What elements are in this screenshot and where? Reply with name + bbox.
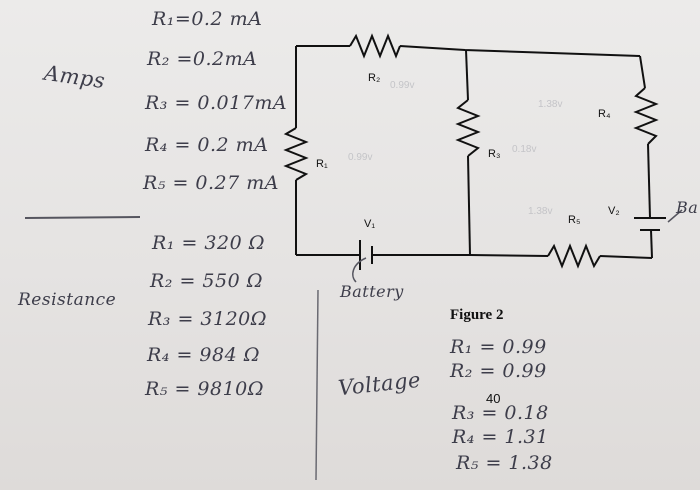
label-r4: R₄ [598,108,611,120]
faint-note-r2: 0.99v [390,80,415,91]
amps-r5: R₅ = 0.27 mA [143,172,280,194]
resistance-heading: Resistance [18,290,117,310]
battery-note-cut: Ba [676,198,699,217]
battery-note: Battery [340,282,404,301]
resistance-r1: R₁ = 320 Ω [152,232,265,254]
pen-stroke [352,257,367,283]
amps-r2: R₂ =0.2mA [147,48,258,70]
wire [599,255,653,259]
label-v2: V₂ [608,205,620,217]
divider-line [24,216,141,219]
amps-r3: R₃ = 0.017mA [145,92,288,114]
wire [647,143,651,219]
label-r5: R₅ [568,214,581,226]
wire [467,155,471,256]
figure-title: Figure 2 [450,307,504,323]
voltage-r5: R₅ = 1.38 [456,452,553,474]
faint-note-r5: 1.38v [528,206,553,217]
amps-r4: R₄ = 0.2 mA [145,134,269,156]
resistor-r3 [455,99,481,157]
wire [650,229,653,259]
resistance-r4: R₄ = 984 Ω [147,344,260,366]
label-v1: V₁ [364,218,376,230]
wire [399,45,641,57]
label-r2: R₂ [368,72,381,84]
label-r3: R₃ [488,148,501,160]
label-r1: R₁ [316,158,328,170]
page-number: 40 [486,391,501,406]
wire [469,254,549,257]
resistor-r4 [633,87,659,145]
voltage-r1: R₁ = 0.99 [450,336,547,358]
wire [465,49,469,101]
amps-r1: R₁=0.2 mA [152,8,263,30]
pen-stroke [667,209,683,223]
pen-stroke [315,289,319,481]
resistance-r3: R₃ = 3120Ω [148,308,268,330]
wire [639,55,646,89]
faint-note-r3: 0.18v [512,144,537,155]
voltage-r4: R₄ = 1.31 [452,426,549,448]
resistor-r2 [349,33,401,59]
resistance-r5: R₅ = 9810Ω [145,378,265,400]
resistor-r1 [283,127,309,181]
faint-note-r1: 0.99v [348,152,373,163]
resistance-r2: R₂ = 550 Ω [150,270,263,292]
faint-note-r4: 1.38v [538,99,563,110]
voltage-r3: R₃ = 0.18 [452,402,549,424]
voltage-r2: R₂ = 0.99 [450,360,547,382]
resistor-r5 [547,243,601,269]
